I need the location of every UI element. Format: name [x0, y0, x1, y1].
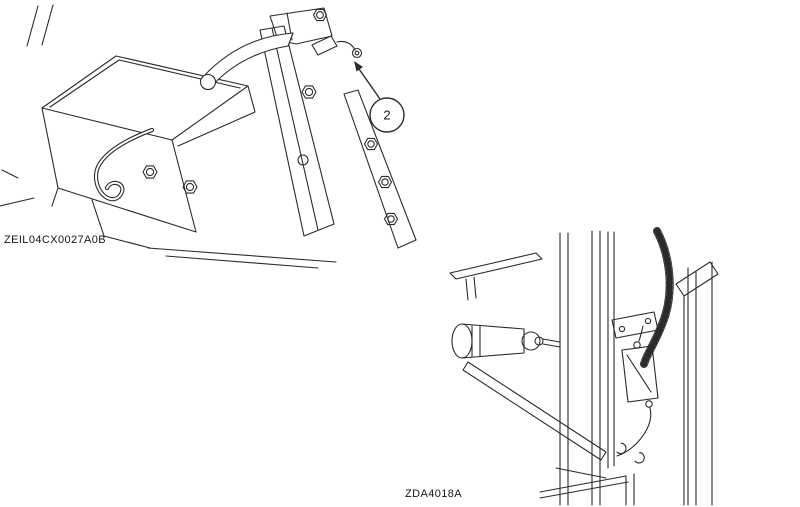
figure-console-drawing: 2 ZEIL04CX0027A0B — [0, 4, 417, 269]
mast-rails — [559, 230, 615, 506]
electric-motor — [451, 323, 561, 359]
body-lower-edges — [147, 247, 337, 269]
figure1-code: ZEIL04CX0027A0B — [4, 234, 106, 246]
callout-2-arrow-line — [358, 68, 381, 100]
callout-2-arrowhead — [354, 61, 363, 72]
right-channel — [675, 261, 719, 506]
callout-2-circle — [369, 97, 405, 133]
side-plate — [343, 89, 417, 249]
shelf-strip — [449, 252, 543, 301]
callout-2: 2 — [354, 61, 405, 133]
mount-plate — [259, 25, 335, 237]
console-box — [41, 55, 256, 249]
mast-base — [539, 467, 635, 506]
relay-assembly — [611, 311, 659, 457]
figure-mast-drawing: ZDA4018A — [405, 227, 719, 506]
circlips — [616, 442, 645, 464]
console-bolts — [142, 165, 198, 194]
console-cable — [93, 127, 155, 202]
frame-edge-lines — [0, 4, 54, 207]
figure2-code: ZDA4018A — [405, 488, 462, 500]
hand-lever — [199, 32, 294, 91]
support-arm — [462, 361, 607, 461]
connector-item — [311, 35, 363, 59]
callout-2-label: 2 — [383, 108, 390, 123]
corrugated-hose — [640, 227, 674, 368]
